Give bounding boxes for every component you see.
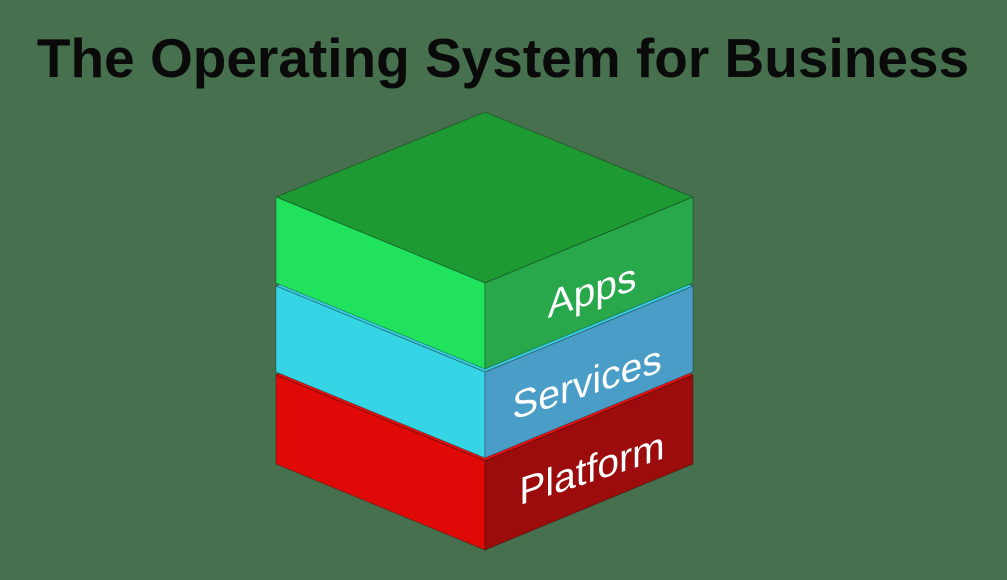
services-layer-right-face bbox=[484, 285, 694, 459]
apps-layer: Apps bbox=[275, 111, 694, 370]
page-title: The Operating System for Business bbox=[37, 27, 969, 89]
apps-layer-right-face bbox=[484, 196, 694, 370]
platform-layer-right-face bbox=[484, 374, 694, 551]
